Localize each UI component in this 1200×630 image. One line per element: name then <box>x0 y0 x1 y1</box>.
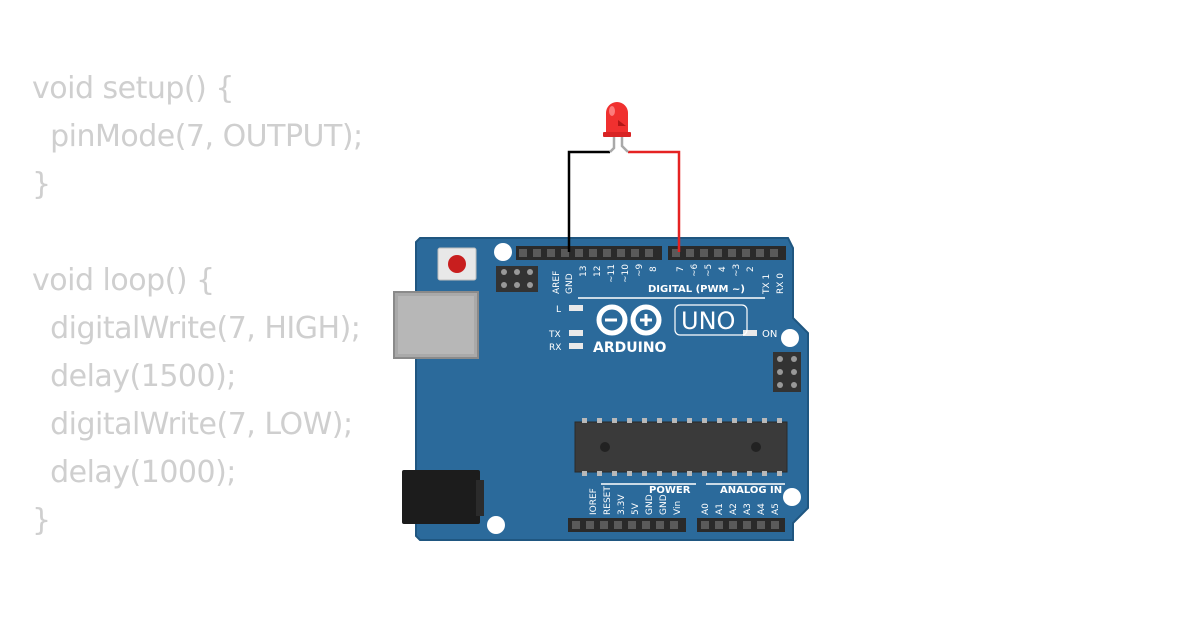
pin-label: 13 <box>579 266 589 277</box>
digital-header-left[interactable] <box>516 246 662 260</box>
mounting-hole <box>783 488 801 506</box>
led-on <box>743 330 757 336</box>
led-leg-anode <box>620 136 629 153</box>
model-badge <box>674 304 748 336</box>
pin-label: 3.3V <box>617 494 627 515</box>
pin-label: A2 <box>729 503 739 515</box>
led-rx <box>569 343 583 349</box>
code-line: digitalWrite(7, HIGH); <box>32 311 361 346</box>
code-line: } <box>32 167 51 202</box>
pin-label: A1 <box>715 503 725 515</box>
pin-label: 8 <box>649 266 659 272</box>
led-leg-cathode <box>609 136 616 153</box>
pin-label: GND <box>659 494 669 515</box>
model-name: UNO <box>681 307 735 335</box>
pin-label: ~9 <box>635 263 645 277</box>
pin-label: TX 1 <box>762 274 772 295</box>
arduino-logo-icon <box>596 304 662 336</box>
pin-label: GND <box>645 494 655 515</box>
icsp-header <box>773 352 801 392</box>
digital-label: DIGITAL (PWM ~) <box>648 284 745 295</box>
code-line: delay(1500); <box>32 359 236 394</box>
led-tx <box>569 330 583 336</box>
pin-label: GND <box>565 273 575 294</box>
power-label: POWER <box>649 485 691 496</box>
pin-label: ~5 <box>704 264 714 277</box>
digital-header-right[interactable] <box>668 246 786 260</box>
pin-label: 7 <box>676 266 686 272</box>
code-line: void loop() { <box>32 263 215 298</box>
pin-label: RESET <box>603 486 613 515</box>
pin-label: 2 <box>746 266 756 272</box>
pin-label: ~11 <box>607 264 617 283</box>
mounting-hole <box>781 329 799 347</box>
code-line: void setup() { <box>32 71 234 106</box>
led-rx-label: RX <box>549 343 561 353</box>
mounting-hole <box>487 516 505 534</box>
wire-signal[interactable] <box>628 150 681 252</box>
code-line: pinMode(7, OUTPUT); <box>32 119 363 154</box>
wire-gnd[interactable] <box>567 150 610 252</box>
pin-label: ~6 <box>690 263 700 277</box>
pin-label: A4 <box>757 503 767 515</box>
pin-label: RX 0 <box>776 273 786 294</box>
code-line: } <box>32 503 51 538</box>
mounting-hole <box>494 243 512 261</box>
pin-label: Vin <box>673 501 683 515</box>
led-l <box>569 305 583 311</box>
led-tx-label: TX <box>548 330 561 340</box>
analog-label: ANALOG IN <box>720 485 782 496</box>
code-line: digitalWrite(7, LOW); <box>32 407 353 442</box>
led-on-label: ON <box>762 329 777 340</box>
pin-label: A5 <box>771 503 781 515</box>
pin-label: 4 <box>718 266 728 272</box>
pin-label: ~3 <box>732 264 742 277</box>
pin-label: A3 <box>743 503 753 515</box>
reset-button-cap[interactable] <box>448 255 466 273</box>
power-jack <box>402 470 480 524</box>
pin-label: A0 <box>701 503 711 515</box>
pin-label: IOREF <box>589 488 599 515</box>
analog-header[interactable] <box>697 518 785 532</box>
pin-label: ~10 <box>621 264 631 283</box>
code-listing: void setup() { pinMode(7, OUTPUT); } voi… <box>32 68 363 548</box>
pin-label: AREF <box>552 271 562 294</box>
red-led[interactable] <box>603 102 631 137</box>
pin-label: 5V <box>631 502 641 515</box>
led-l-label: L <box>556 305 561 315</box>
icsp-header-usb <box>496 266 538 292</box>
power-header[interactable] <box>568 518 686 532</box>
microcontroller-chip <box>574 418 788 476</box>
pin-label: 12 <box>593 266 603 277</box>
code-line: delay(1000); <box>32 455 236 490</box>
brand-name: ARDUINO <box>593 340 667 356</box>
